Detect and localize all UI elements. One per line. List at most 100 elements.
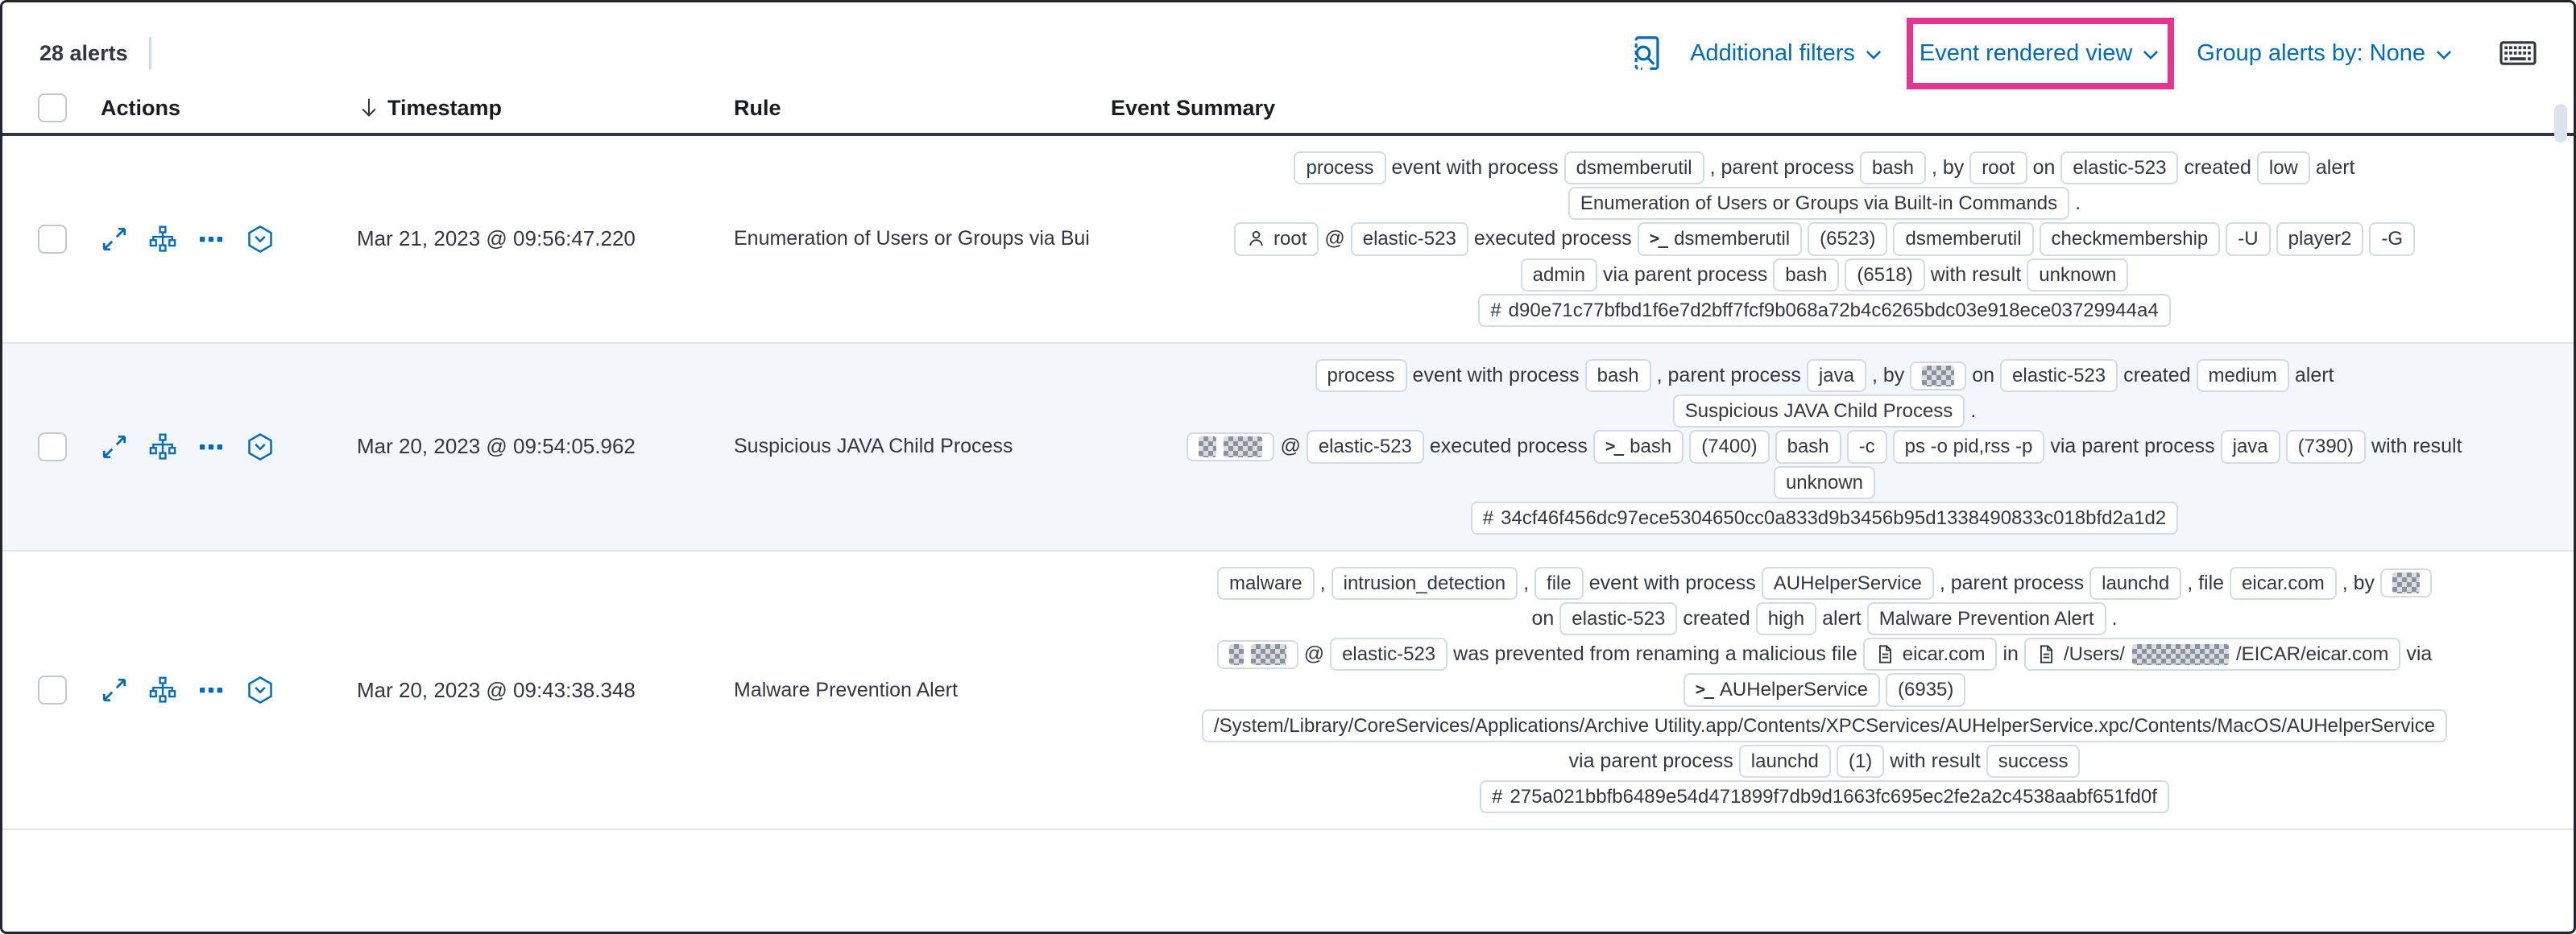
summary-badge: (7400) [1689,430,1770,464]
expand-icon[interactable] [101,676,128,704]
summary-badge: checkmembership [2039,222,2221,256]
summary-line: #d90e71c77bfbd1f6e7d2bff7fcf9b068a72b4c6… [1111,293,2538,327]
toolbar-right: Additional filters Event rendered view G… [1629,17,2537,89]
badge-text: (7400) [1701,436,1758,458]
summary-text: @ [1324,227,1345,250]
badge-text: elastic-523 [1572,608,1666,630]
summary-badge: low [2256,151,2310,185]
summary-badge: medium [2196,358,2289,393]
column-header-actions[interactable]: Actions [101,96,357,121]
summary-text: with result [1930,262,2022,286]
summary-text: on [1972,364,1995,387]
column-header-event-summary[interactable]: Event Summary [1111,96,2538,121]
badge-text: d90e71c77bfbd1f6e7d2bff7fcf9b068a72b4c62… [1508,299,2159,321]
row-checkbox-cell [38,224,101,254]
session-view-icon[interactable] [246,432,275,461]
summary-text: @ [1303,643,1325,666]
summary-badge: player2 [2276,222,2364,256]
row-checkbox[interactable] [38,676,67,705]
expand-icon[interactable] [101,225,128,253]
badge-text: AUHelperService [1719,679,1868,701]
toolbar-left: 28 alerts [39,37,151,69]
summary-badge: bash [1773,258,1840,291]
sort-descending-icon [357,96,381,120]
badge-text: dsmemberutil [1576,157,1692,179]
summary-badge: file [1534,566,1584,601]
badge-text: elastic-523 [1342,643,1436,666]
summary-text: via parent process [2050,435,2215,458]
summary-badge: bash [1859,151,1926,185]
session-view-icon[interactable] [246,225,275,254]
summary-badge: java [2220,430,2280,464]
keyboard-icon[interactable] [2499,35,2537,72]
row-checkbox[interactable] [38,224,67,254]
badge-text: -c [1858,436,1875,458]
summary-badge: root [1969,151,2027,185]
timestamp-cell: Mar 21, 2023 @ 09:56:47.220 [357,226,636,251]
summary-badge: (6523) [1808,222,1888,256]
chevron-down-icon [2140,44,2161,65]
more-actions-icon[interactable] [197,433,225,461]
summary-text: created [2184,156,2251,180]
summary-line: unknown [1111,465,2538,499]
summary-text: , parent process [1939,571,2085,594]
badge-text: process [1327,364,1395,386]
summary-badge [1187,432,1275,461]
badge-text: player2 [2288,228,2352,250]
badge-text: (6935) [1898,679,1954,701]
badge-text: dsmemberutil [1674,228,1791,250]
table-body: Mar 21, 2023 @ 09:56:47.220 Enumeration o… [2,136,2574,831]
row-checkbox[interactable] [38,432,67,461]
summary-badge: elastic-523 [1330,638,1448,672]
summary-text: . [1970,399,1977,423]
badge-text: unknown [1785,471,1864,494]
rule-cell[interactable]: Malware Prevention Alert [734,678,958,701]
rule-cell[interactable]: Suspicious JAVA Child Process [734,435,1013,458]
badge-text: launchd [1750,750,1819,772]
summary-text: via [2406,643,2433,666]
badge-text: (7390) [2297,436,2354,458]
summary-badge: /System/Library/CoreServices/Application… [1201,709,2448,742]
column-header-timestamp[interactable]: Timestamp [357,96,734,121]
summary-badge: Suspicious JAVA Child Process [1672,395,1965,428]
summary-badge: high [1755,602,1817,636]
table-header-row: Actions Timestamp Rule Event Summary [2,83,2574,136]
expand-icon[interactable] [101,433,128,461]
column-header-rule[interactable]: Rule [734,96,1111,121]
analyzer-icon[interactable] [149,676,176,704]
vertical-scrollbar[interactable] [2554,104,2567,143]
summary-badge: Malware Prevention Alert [1866,602,2106,636]
badge-text: launchd [2102,572,2170,594]
view-selector-button[interactable]: Event rendered view [1906,17,2175,89]
summary-badge: elastic-523 [1350,222,1468,256]
summary-line: #275a021bbfb6489e54d471899f7db9d1663fc69… [1111,780,2538,814]
toolbar-divider [148,37,151,69]
group-alerts-by-button[interactable]: Group alerts by: None [2197,40,2454,67]
column-header-timestamp-label: Timestamp [387,95,503,120]
summary-text: , parent process [1656,364,1801,387]
redacted-text [1224,436,1263,457]
summary-badge: eicar.com [1862,638,1998,672]
inspect-icon[interactable] [1629,35,1666,72]
summary-text: event with process [1412,364,1580,387]
analyzer-icon[interactable] [149,433,176,461]
summary-badge: java [1806,358,1866,393]
summary-text: , file [2187,571,2225,594]
additional-filters-button[interactable]: Additional filters [1690,40,1884,67]
more-actions-icon[interactable] [197,676,225,704]
session-view-icon[interactable] [246,676,275,705]
more-actions-icon[interactable] [197,225,225,253]
analyzer-icon[interactable] [149,225,176,253]
summary-text: . [2075,192,2081,215]
select-all-checkbox[interactable] [38,93,67,122]
hash-icon: # [1482,506,1494,529]
summary-badge: dsmemberutil [1893,222,2034,256]
document-icon [2036,644,2056,664]
rule-cell[interactable]: Enumeration of Users or Groups via Bui [734,227,1090,250]
summary-badge: (6935) [1886,673,1966,707]
